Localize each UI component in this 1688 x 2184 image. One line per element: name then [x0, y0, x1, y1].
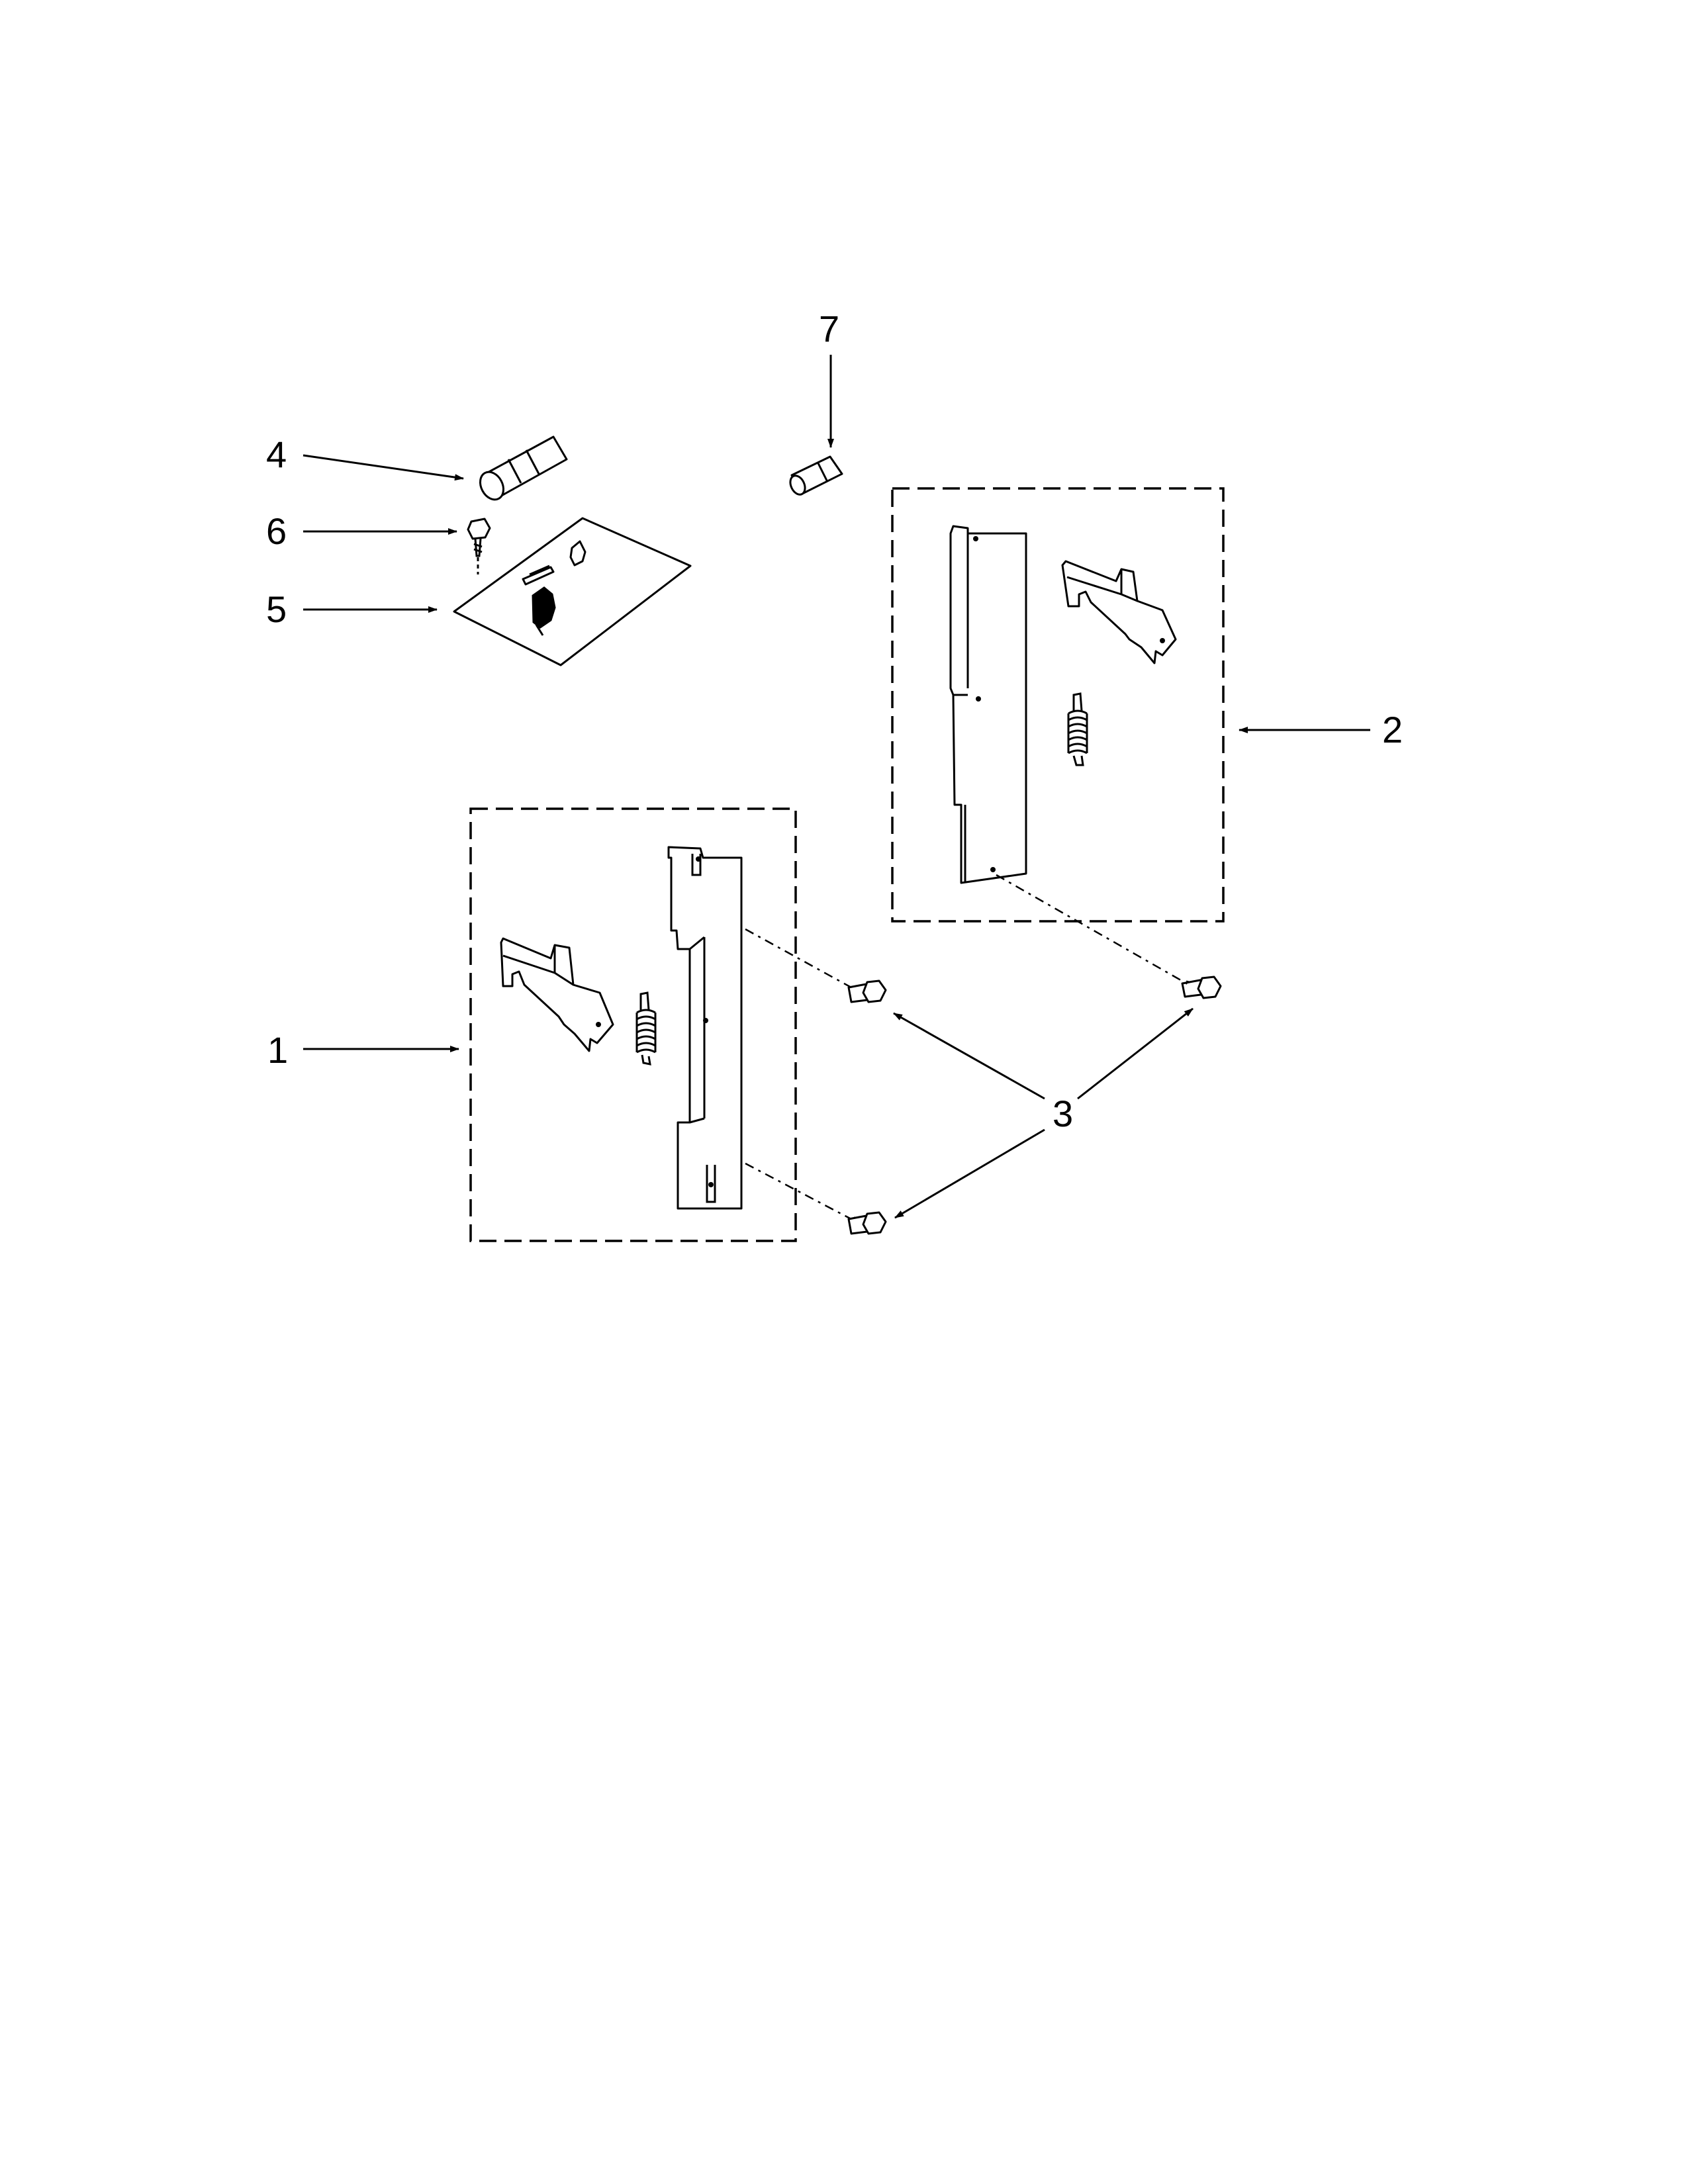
callout-2-label: 2 — [1382, 709, 1403, 751]
instruction-sheet-5-part — [453, 517, 692, 666]
screw-3-upper-left — [847, 979, 887, 1003]
kit-1-dashed-box — [469, 807, 797, 1242]
kit-2-rail-bracket — [949, 525, 1027, 884]
kit-1-rail-bracket — [667, 846, 743, 1210]
callout-5-label: 5 — [266, 588, 287, 630]
kit-2-latch-arm — [1061, 560, 1177, 664]
assembly-guide-kit1-lower — [745, 1162, 852, 1220]
screw-3-right — [1181, 976, 1222, 999]
leader-3-arrow-lower — [894, 1128, 1045, 1219]
callout-7-label: 7 — [819, 308, 839, 349]
kit-2-spring — [1067, 692, 1088, 766]
callout-4-label: 4 — [266, 433, 287, 475]
callout-3-label: 3 — [1053, 1093, 1073, 1134]
spacer-4-part — [479, 435, 568, 501]
leader-3-arrow-upper-left — [893, 1012, 1045, 1100]
callout-6-label: 6 — [266, 510, 287, 552]
screw-3-lower-left — [847, 1211, 887, 1235]
callout-1-label: 1 — [267, 1029, 288, 1071]
assembly-guide-kit1-upper — [745, 928, 852, 989]
assembly-guide-kit2 — [996, 874, 1190, 986]
kit-1-latch-arm — [500, 937, 614, 1052]
kit-1-spring — [635, 991, 657, 1066]
screw-6-part — [467, 518, 491, 574]
spacer-7-part — [789, 455, 843, 496]
leader-4-arrow — [303, 454, 464, 481]
leader-3-arrow-upper-right — [1077, 1007, 1194, 1100]
kit-2-dashed-box — [891, 487, 1225, 923]
